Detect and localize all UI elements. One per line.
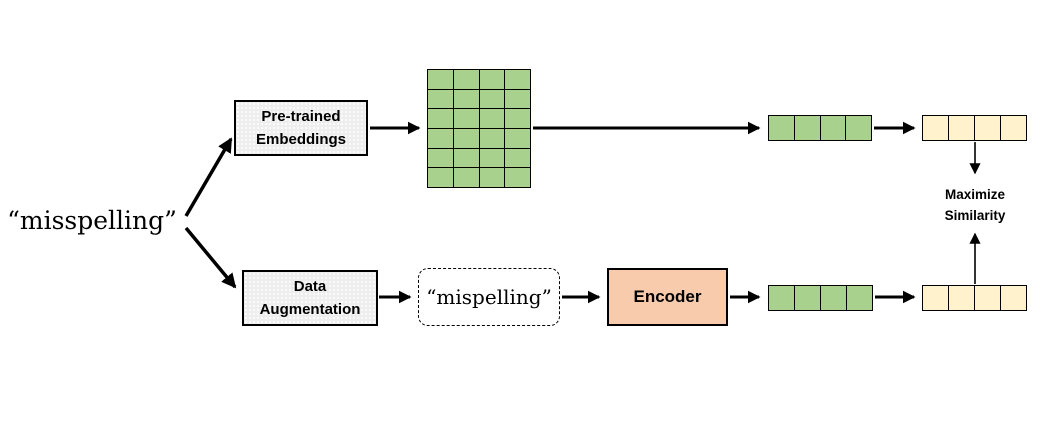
matrix-cell [428, 168, 453, 187]
data-augmentation-box: Data Augmentation [242, 270, 378, 326]
matrix-cell [769, 286, 794, 310]
matrix-cell [453, 128, 479, 148]
matrix-cell [505, 70, 530, 89]
matrix-cell [923, 286, 948, 310]
matrix-cell [975, 286, 1000, 310]
input-word-label: “misspelling” [7, 206, 177, 235]
matrix-cell [795, 286, 820, 310]
matrix-cell [428, 109, 453, 128]
matrix-cell [453, 148, 479, 168]
matrix-cell [453, 89, 479, 109]
matrix-cell [794, 116, 820, 140]
matrix-cell [769, 116, 794, 140]
arrow-split-to-augmentation [184, 226, 237, 289]
matrix-cell [820, 116, 846, 140]
matrix-cell [479, 168, 505, 187]
matrix-cell [1001, 286, 1026, 310]
matrix-cell [479, 128, 505, 148]
maximize-similarity-label: Maximize Similarity [915, 184, 1035, 226]
data-augmentation-label-line2: Augmentation [259, 301, 361, 318]
matrix-cell [821, 286, 846, 310]
encoded-vector [768, 285, 873, 311]
matrix-cell [923, 116, 948, 140]
matrix-cell [479, 109, 505, 128]
matrix-cell [428, 148, 453, 168]
encoder-label: Encoder [633, 287, 702, 306]
maximize-similarity-line2: Similarity [944, 208, 1006, 223]
matrix-cell [505, 148, 530, 168]
pretrained-embeddings-label-line2: Embeddings [255, 131, 346, 148]
encoder-box: Encoder [607, 268, 728, 326]
matrix-cell [505, 89, 530, 109]
matrix-cell [847, 286, 872, 310]
data-augmentation-label-line1: Data [293, 278, 327, 295]
matrix-cell [479, 89, 505, 109]
matrix-cell [505, 168, 530, 187]
arrow-split-to-pretrained [184, 137, 233, 217]
matrix-cell [949, 286, 974, 310]
top-projected-vector [922, 115, 1027, 141]
matrix-cell [975, 116, 1000, 140]
pretrained-embeddings-box: Pre-trained Embeddings [234, 100, 368, 156]
embedding-matrix [427, 69, 531, 188]
matrix-cell [479, 70, 505, 89]
matrix-cell [428, 89, 453, 109]
augmented-word-box: “mispelling” [418, 268, 560, 326]
matrix-cell [846, 116, 871, 140]
augmented-word-label: “mispelling” [426, 285, 552, 309]
matrix-cell [428, 70, 453, 89]
pretrained-embeddings-label-line1: Pre-trained [261, 108, 341, 125]
matrix-cell [453, 109, 479, 128]
matrix-cell [453, 70, 479, 89]
matrix-cell [505, 128, 530, 148]
matrix-cell [428, 128, 453, 148]
matrix-cell [453, 168, 479, 187]
matrix-cell [505, 109, 530, 128]
matrix-cell [949, 116, 974, 140]
matrix-cell [1001, 116, 1026, 140]
embedding-vector [768, 115, 872, 141]
maximize-similarity-line1: Maximize [944, 187, 1006, 202]
bottom-projected-vector [922, 285, 1027, 311]
matrix-cell [479, 148, 505, 168]
